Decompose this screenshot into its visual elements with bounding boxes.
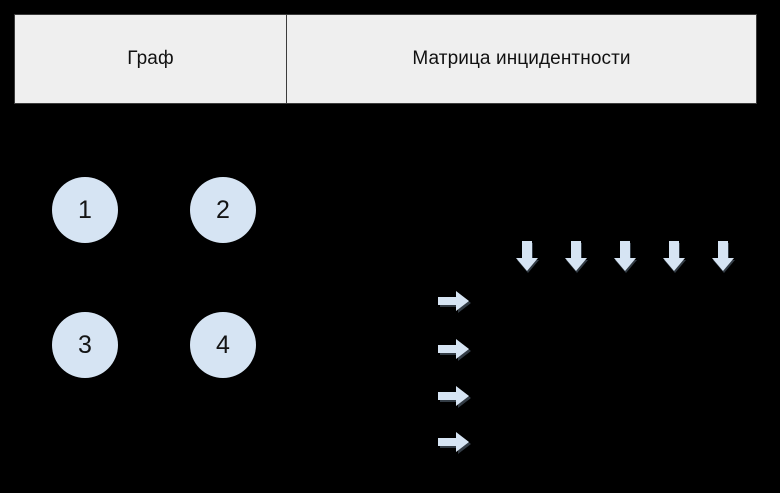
- matrix-column-arrow-down-icon-4: [662, 240, 686, 274]
- graph-node-4-label: 4: [216, 330, 230, 359]
- graph-node-3-label: 3: [78, 330, 92, 359]
- matrix-column-arrow-down-icon-2: [564, 240, 588, 274]
- matrix-row-arrow-right-icon-3: [437, 385, 472, 410]
- header-label-matrix: Матрица инцидентности: [412, 47, 631, 69]
- graph-node-2-label: 2: [216, 195, 230, 224]
- header-cell-graph: Граф: [14, 14, 286, 104]
- header-label-graph: Граф: [127, 47, 174, 69]
- graph-node-2: 2: [190, 177, 256, 243]
- graph-node-1-label: 1: [78, 195, 92, 224]
- matrix-row-arrow-right-icon-2: [437, 338, 472, 363]
- matrix-row-arrow-right-icon-4: [437, 431, 472, 456]
- graph-node-1: 1: [52, 177, 118, 243]
- matrix-column-arrow-down-icon-5: [711, 240, 735, 274]
- graph-node-3: 3: [52, 312, 118, 378]
- graph-panel: 1 2 3 4: [0, 104, 286, 493]
- matrix-column-arrow-down-icon-3: [613, 240, 637, 274]
- matrix-column-arrow-down-icon-1: [515, 240, 539, 274]
- matrix-panel: [286, 104, 780, 493]
- header-cell-matrix: Матрица инцидентности: [286, 14, 757, 104]
- graph-node-4: 4: [190, 312, 256, 378]
- matrix-row-arrow-right-icon-1: [437, 290, 472, 315]
- header-table: Граф Матрица инцидентности: [14, 14, 757, 104]
